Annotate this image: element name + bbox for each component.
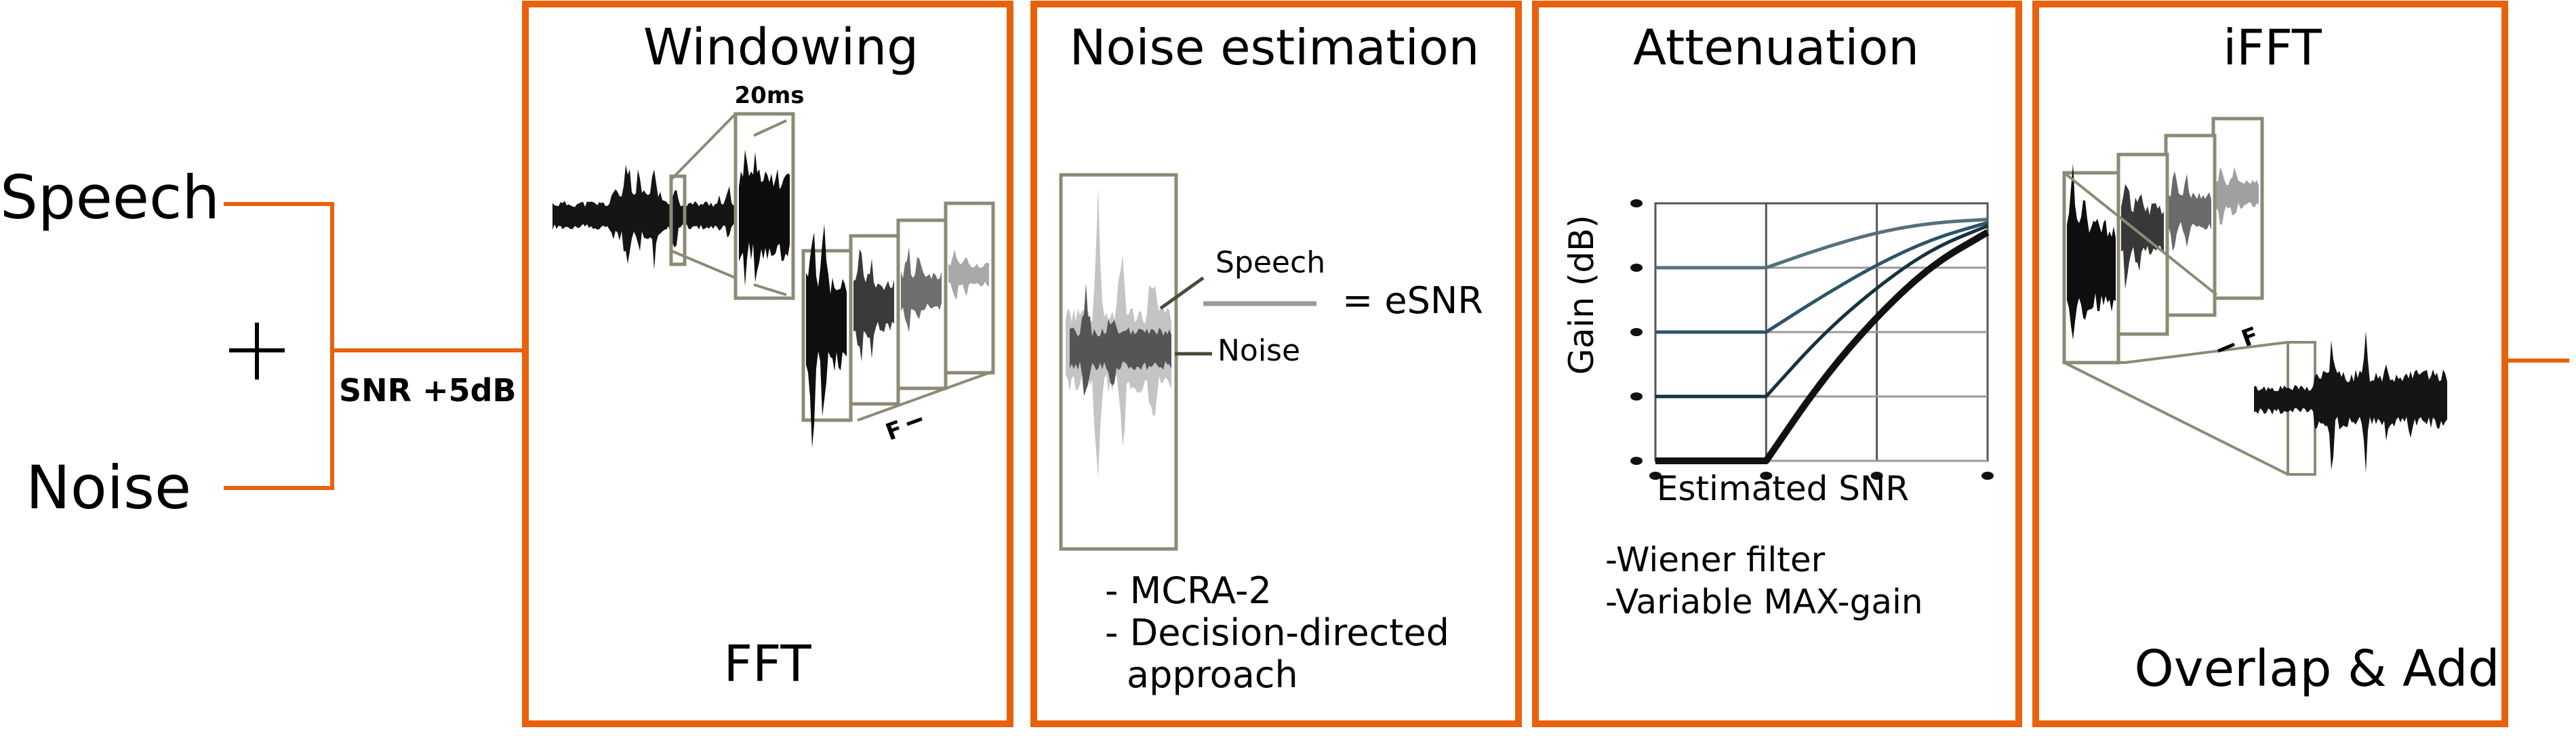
- fft-frame: [849, 234, 900, 406]
- numerator-speech-label: Speech: [1215, 245, 1325, 280]
- panel-noise-estimation: [1030, 1, 1522, 727]
- chart-x-tick-label: [1870, 472, 1883, 480]
- fft-label: FFT: [723, 635, 811, 693]
- chart-grid: [1654, 202, 1989, 462]
- noise-estimation-title: Noise estimation: [1070, 19, 1480, 76]
- chart-x-tick-label: [1981, 472, 1994, 480]
- ifft-frame: [2211, 117, 2264, 300]
- window-marker: [669, 174, 687, 266]
- window-size-label: 20ms: [735, 82, 805, 109]
- speech-pointer: [1159, 276, 1205, 310]
- snr-label: SNR +5dB: [339, 372, 517, 409]
- panel-attenuation: [1532, 1, 2022, 727]
- esnr-label: = eSNR: [1342, 279, 1483, 322]
- method-wiener: -Wiener filter: [1605, 540, 1826, 579]
- chart-y-tick-label: [1630, 264, 1643, 272]
- chart-x-tick-label: [1760, 472, 1773, 480]
- frequency-axis-label: F: [882, 415, 906, 447]
- method-decision-directed: - Decision-directed: [1105, 611, 1449, 654]
- speech-label: Speech: [0, 163, 220, 232]
- frequency-arrow-icon: [906, 417, 923, 426]
- chart-series-line: [1655, 218, 1988, 270]
- chart-y-tick-label: [1630, 392, 1643, 401]
- overlap-add-label: Overlap & Add: [2135, 640, 2500, 698]
- method-variable-max-gain: -Variable MAX-gain: [1605, 582, 1923, 621]
- chart-xlabel: Estimated SNR: [1657, 469, 1909, 508]
- fft-frame: [944, 201, 995, 375]
- panel-ifft: [2032, 1, 2508, 727]
- ifft-frame: [2116, 152, 2169, 336]
- ifft-projection-lines: [2063, 171, 2289, 476]
- chart-ticks: [1630, 199, 1994, 480]
- denominator-noise-label: Noise: [1217, 333, 1300, 368]
- noise-label: Noise: [26, 453, 191, 523]
- input-connector: [224, 202, 525, 490]
- chart-series: [1655, 218, 1990, 464]
- attenuation-title: Attenuation: [1633, 19, 1919, 76]
- method-mcra2: - MCRA-2: [1105, 569, 1272, 612]
- chart-series-line: [1655, 229, 1990, 464]
- chart-y-tick-label: [1630, 199, 1643, 207]
- ifft-frequency-arrow-icon: [2217, 342, 2235, 353]
- spectrum-frame: [1059, 173, 1178, 551]
- chart-series-line: [1655, 221, 1988, 334]
- ifft-frames: [2062, 117, 2264, 365]
- output-waveform: [2254, 331, 2447, 476]
- speech-waveform: [552, 165, 736, 270]
- fft-frame: [801, 224, 853, 449]
- window-frame: [733, 112, 795, 300]
- chart-series-line: [1655, 224, 1988, 398]
- chart-y-tick-label: [1630, 328, 1643, 336]
- fft-frame: [896, 218, 948, 390]
- chart-ylabel: Gain (dB): [1562, 215, 1601, 375]
- panel-windowing: [522, 1, 1013, 727]
- fft-base-lines: [857, 370, 994, 422]
- fft-frames: [801, 201, 995, 449]
- chart-x-tick-label: [1649, 472, 1662, 480]
- chart-y-tick-label: [1630, 457, 1643, 465]
- ifft-frame: [2062, 163, 2120, 365]
- plus-icon: [229, 323, 285, 380]
- gain-chart: Gain (dB) Estimated SNR: [1562, 199, 1994, 508]
- ifft-title: iFFT: [2223, 19, 2322, 76]
- windowing-title: Windowing: [643, 18, 919, 77]
- method-approach: approach: [1127, 653, 1298, 696]
- window-zoom-lines: [670, 113, 787, 296]
